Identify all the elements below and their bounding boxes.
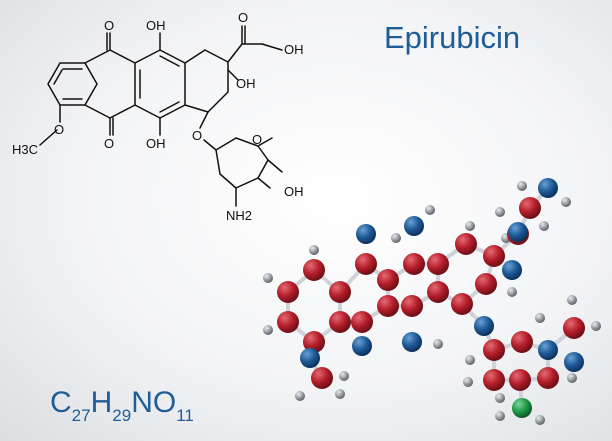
- label-oh-hydroxymethyl: OH: [284, 42, 304, 57]
- nitrogen-atoms: [512, 398, 532, 418]
- ring-c: [134, 32, 186, 136]
- label-o-top-ketone: O: [104, 18, 114, 33]
- ring-b: [84, 32, 136, 136]
- formula-part: NO: [131, 386, 177, 419]
- ring-d: [184, 25, 283, 129]
- methoxy-group: [39, 104, 61, 146]
- label-oh-sugar: OH: [284, 184, 304, 199]
- label-nh2-sugar: NH2: [226, 208, 252, 223]
- formula-subscript: 27: [71, 406, 91, 425]
- formula-part: H: [90, 386, 113, 419]
- hydrogen-atoms: [263, 181, 601, 425]
- label-o-ring-sugar: O: [252, 132, 262, 147]
- label-o-glycoside: O: [192, 128, 202, 143]
- formula-subscript: 29: [112, 406, 132, 425]
- label-oh-bottom: OH: [146, 136, 166, 151]
- oxygen-atoms: [300, 178, 584, 372]
- label-h3c-methoxy: H3C: [12, 142, 38, 157]
- label-o-methoxy: O: [54, 122, 64, 137]
- label-oh-top: OH: [146, 18, 166, 33]
- carbon-atoms: [277, 197, 585, 391]
- compound-name: Epirubicin: [384, 20, 521, 55]
- label-o-side-ketone: O: [238, 10, 248, 25]
- formula-subscript: 11: [176, 406, 194, 425]
- sugar-ring: [203, 137, 283, 207]
- label-o-bottom-ketone: O: [104, 136, 114, 151]
- formula-part: C: [50, 386, 72, 419]
- label-oh-ring: OH: [236, 76, 256, 91]
- molecular-formula: C27H29NO11: [50, 386, 194, 426]
